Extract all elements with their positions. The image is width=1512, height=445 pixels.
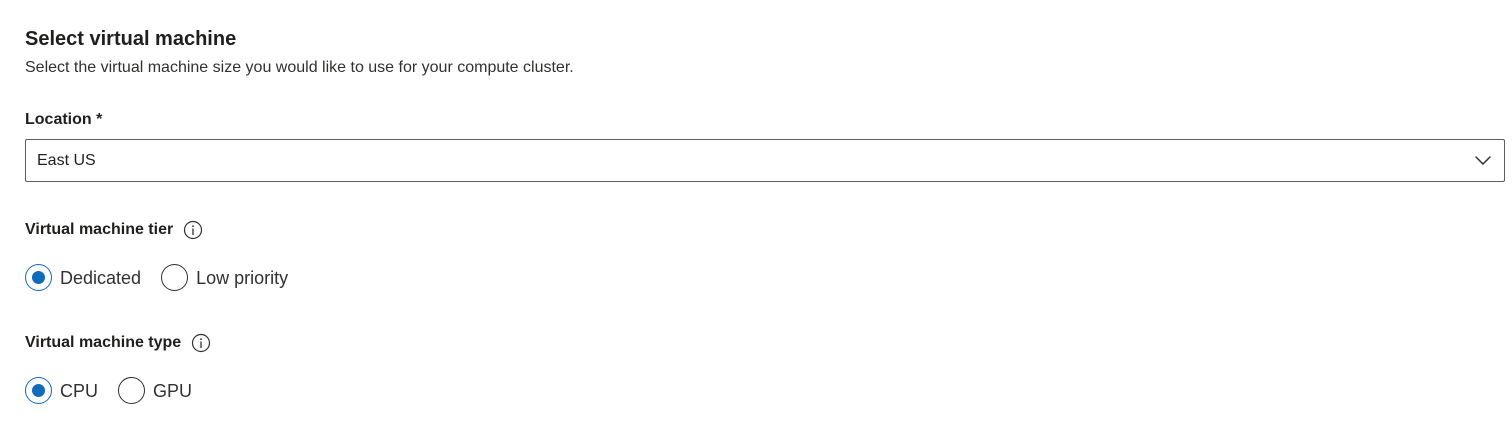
radio-dedicated-label[interactable]: Dedicated (60, 267, 142, 288)
vm-type-label: Virtual machine type (25, 332, 211, 354)
radio-cpu-label[interactable]: CPU (60, 380, 99, 401)
vm-type-label-text: Virtual machine type (25, 334, 182, 351)
radio-low-priority[interactable]: Low priority (161, 264, 288, 291)
radio-low-priority-circle[interactable] (161, 264, 189, 291)
info-icon[interactable] (183, 220, 203, 240)
location-label-text: Location * (25, 111, 103, 128)
radio-gpu-circle[interactable] (118, 377, 146, 404)
location-label: Location * (25, 109, 102, 131)
vm-tier-label-text: Virtual machine tier (25, 221, 174, 238)
location-dropdown[interactable]: East US (25, 139, 1505, 182)
vm-tier-label: Virtual machine tier (25, 219, 203, 241)
location-selected-value: East US (37, 152, 96, 169)
radio-gpu-label[interactable]: GPU (153, 380, 193, 401)
radio-dedicated-circle[interactable] (25, 264, 52, 291)
vm-tier-radio-group: Dedicated Low priority (25, 264, 308, 291)
radio-cpu[interactable]: CPU (25, 377, 98, 404)
vm-type-radio-group: CPU GPU (25, 377, 212, 404)
radio-cpu-circle[interactable] (25, 377, 52, 404)
radio-gpu[interactable]: GPU (118, 377, 192, 404)
chevron-down-icon (1474, 153, 1492, 167)
radio-low-priority-label[interactable]: Low priority (196, 267, 289, 288)
radio-dedicated[interactable]: Dedicated (25, 264, 141, 291)
section-description: Select the virtual machine size you woul… (25, 59, 574, 76)
info-icon[interactable] (191, 333, 211, 353)
section-title: Select virtual machine (25, 28, 237, 50)
